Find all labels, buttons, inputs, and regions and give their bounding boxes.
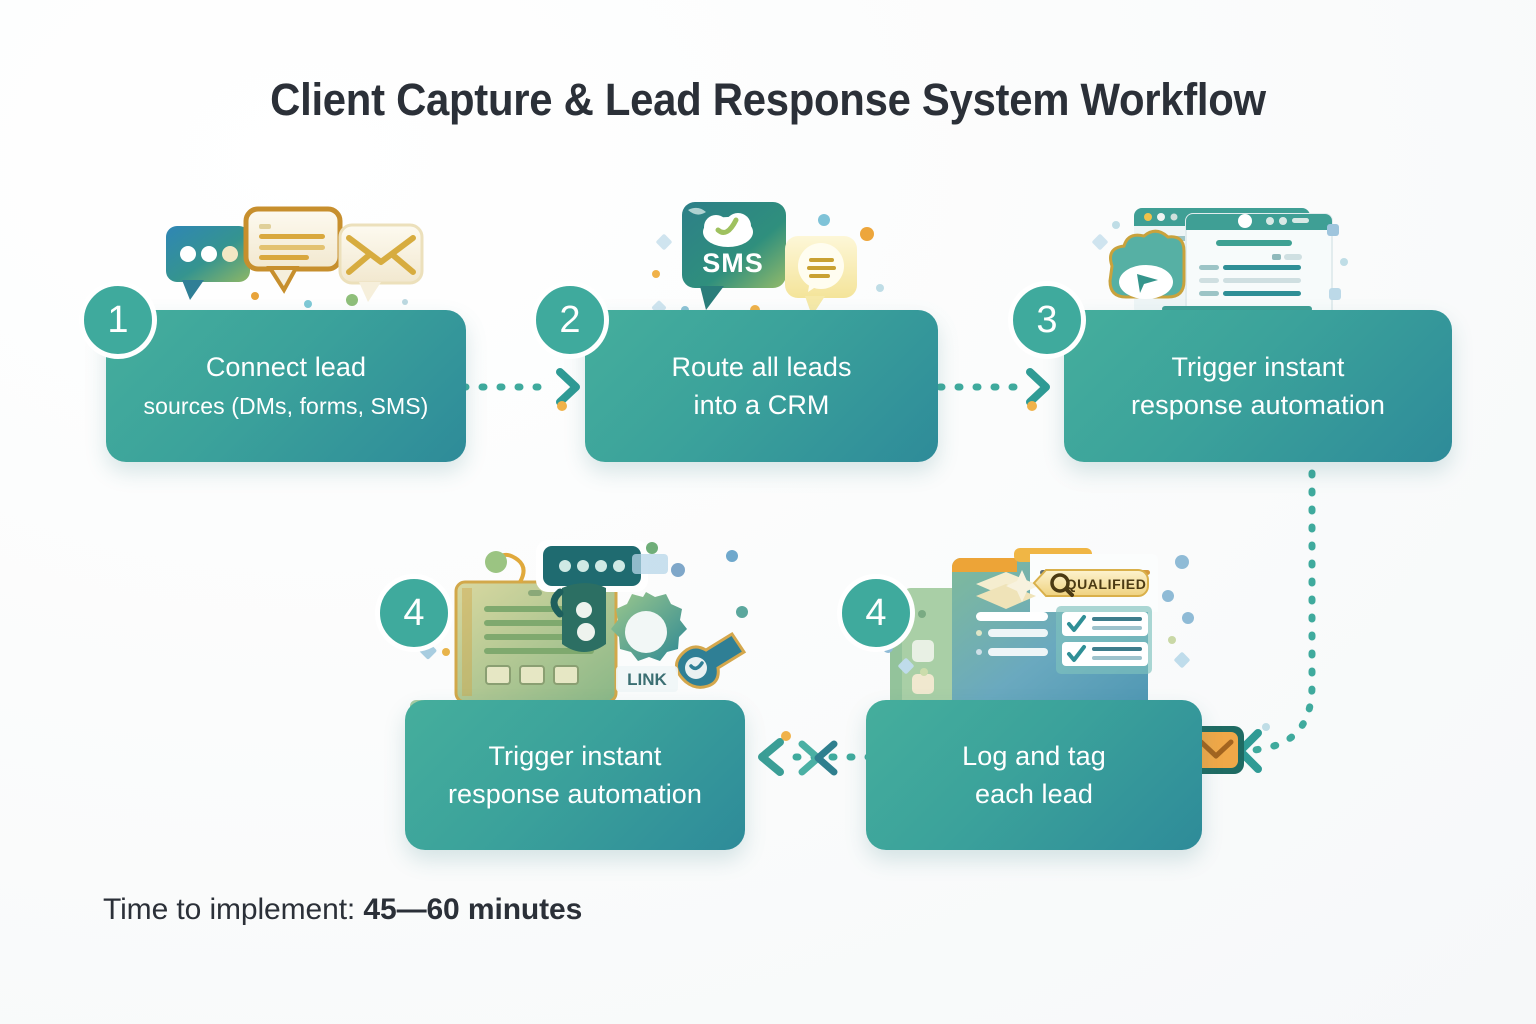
crm-record-qualified-icon: QUALIFIED [880, 548, 1210, 728]
step-card-1-line2: sources (DMs, forms, SMS) [143, 393, 429, 419]
implementation-time-label: Time to implement: [103, 893, 364, 926]
step-badge-3: 3 [1008, 281, 1086, 359]
step-card-4-line2: response automation [447, 779, 703, 809]
browser-window-cloud-icon [1090, 192, 1355, 322]
step-card-1[interactable]: Connect lead sources (DMs, forms, SMS) [106, 310, 466, 462]
implementation-time-value: 45—60 minutes [363, 893, 583, 926]
sms-cloud-bubble-icon: SMS [652, 192, 902, 320]
page-title: Client Capture & Lead Response System Wo… [270, 74, 1266, 125]
connector-step1-to-step2 [460, 362, 587, 412]
svg-text:QUALIFIED: QUALIFIED [1066, 576, 1147, 592]
chat-bubbles-email-icon [160, 196, 430, 316]
svg-text:LINK: LINK [627, 670, 667, 689]
step-card-3-text: Trigger instant response automation [1111, 348, 1405, 425]
implementation-time: Time to implement: 45—60 minutes [103, 893, 582, 927]
connector-step2-to-step3 [936, 362, 1063, 412]
svg-text:SMS: SMS [702, 248, 764, 278]
connector-step5-to-step4 [748, 728, 878, 786]
step-card-4[interactable]: Trigger instant response automation [405, 700, 745, 850]
step-card-4-line1: Trigger instant [488, 740, 662, 771]
step-badge-2: 2 [531, 281, 609, 359]
step-badge-5: 4 [837, 574, 915, 652]
step-card-5-text: Log and tag each lead [942, 737, 1126, 814]
connector-step3-to-step5 [1230, 451, 1370, 785]
step-badge-1: 1 [79, 281, 157, 359]
step-card-1-line1: Connect lead [205, 351, 367, 382]
step-card-3-line2: response automation [1130, 390, 1386, 420]
step-card-2[interactable]: Route all leads into a CRM [585, 310, 938, 462]
step-card-4-text: Trigger instant response automation [428, 737, 722, 814]
step-card-2-line2: into a CRM [693, 390, 830, 420]
email-envelope-icon [1186, 722, 1246, 778]
step-card-5-line2: each lead [974, 779, 1093, 809]
step-card-5-line1: Log and tag [962, 740, 1106, 771]
step-card-3-line1: Trigger instant [1171, 351, 1345, 382]
step-badge-4: 4 [375, 574, 453, 652]
step-card-2-text: Route all leads into a CRM [651, 348, 871, 425]
step-card-2-line1: Route all leads [671, 351, 852, 382]
step-card-3[interactable]: Trigger instant response automation [1064, 310, 1452, 462]
step-card-1-text: Connect lead sources (DMs, forms, SMS) [124, 348, 449, 425]
form-gear-wrench-icon: LINK [410, 540, 750, 720]
step-card-5[interactable]: Log and tag each lead [866, 700, 1202, 850]
